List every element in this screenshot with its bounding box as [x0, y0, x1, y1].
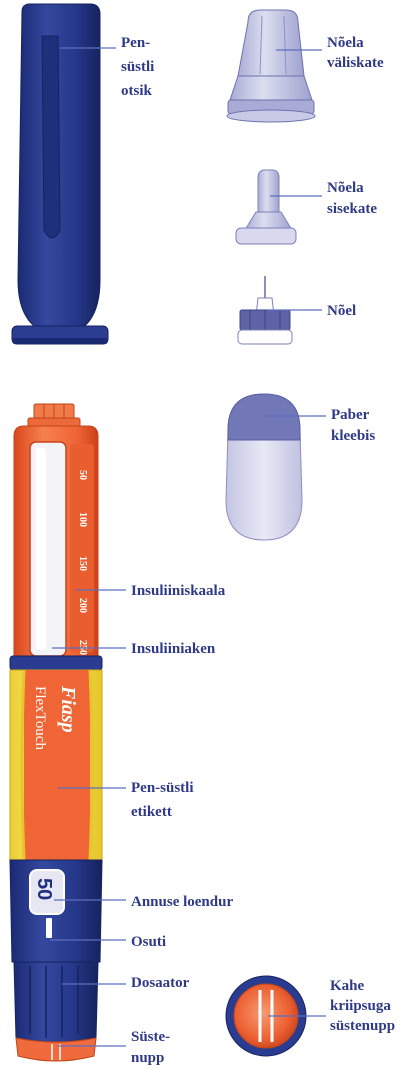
dose-pointer-label: Osuti	[131, 934, 166, 950]
inner-needle-cap-label: Nõela sisekate	[327, 180, 377, 217]
pen-cap-label: Pen- süstli otsik	[121, 35, 158, 99]
paper-tab-label: Paber kleebis	[331, 407, 375, 444]
pen-cap	[12, 4, 108, 344]
scale-number: 150	[77, 556, 88, 571]
brand-model: FlexTouch	[32, 686, 48, 750]
scale-number: 200	[77, 598, 88, 613]
inner-needle-cap	[236, 170, 296, 244]
outer-needle-cap-label: Nõela väliskate	[327, 35, 384, 71]
dose-counter-value: 50	[33, 878, 55, 900]
needle-label: Nõel	[327, 303, 356, 319]
dose-counter-label: Annuse loendur	[131, 894, 233, 910]
pen-label-label: Pen-süstli etikett	[131, 780, 197, 820]
double-striped-button-label: Kahe kriipsuga süstenupp	[330, 978, 395, 1034]
insulin-scale-label: Insuliiniskaala	[131, 583, 226, 599]
brand-name: Fiasp	[57, 685, 79, 733]
scale-number: 100	[77, 512, 88, 527]
dose-selector-label: Dosaator	[131, 975, 190, 991]
insulin-window-label: Insuliiniaken	[131, 641, 216, 657]
pen-body	[10, 404, 102, 1061]
scale-number: 50	[77, 470, 88, 480]
push-button-label: Süste- nupp	[131, 1029, 174, 1066]
outer-needle-cap	[227, 10, 315, 122]
